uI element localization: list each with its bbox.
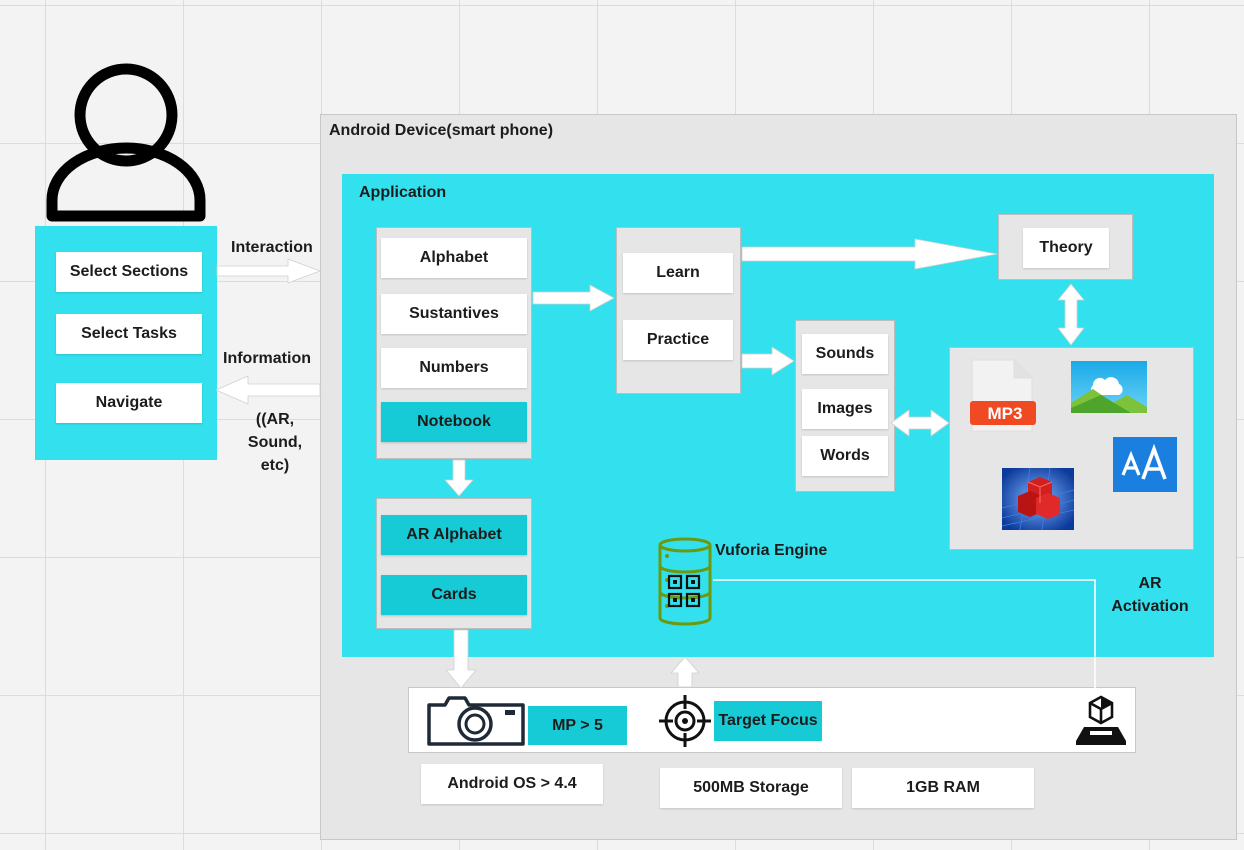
notebook-section[interactable]: Notebook — [381, 402, 527, 442]
ar-activation-line: Activation — [1111, 598, 1189, 615]
3d-model-icon — [1001, 467, 1075, 531]
information-note-line: etc) — [260, 457, 290, 474]
information-note-line: Sound, — [247, 434, 303, 451]
database-qr-icon — [657, 536, 713, 628]
theory-button[interactable]: Theory — [1023, 228, 1109, 268]
sections-to-ar-arrow — [444, 459, 474, 497]
select-tasks-button[interactable]: Select Tasks — [56, 314, 202, 354]
learn-to-theory-arrow — [741, 238, 998, 270]
camera-icon — [425, 695, 527, 747]
sounds-button[interactable]: Sounds — [802, 334, 888, 374]
practice-to-media-arrow — [741, 346, 795, 376]
alphabet-section[interactable]: Alphabet — [381, 238, 527, 278]
android-os-requirement: Android OS > 4.4 — [421, 764, 603, 804]
interaction-label: Interaction — [231, 239, 313, 256]
vuforia-engine-label: Vuforia Engine — [715, 542, 828, 559]
ar-activation-line: AR — [1138, 575, 1162, 592]
select-sections-button[interactable]: Select Sections — [56, 252, 202, 292]
mp3-badge-label: MP3 — [987, 404, 1023, 423]
ar-activation-line — [713, 579, 1096, 690]
sections-to-modes-arrow — [532, 284, 615, 312]
numbers-section[interactable]: Numbers — [381, 348, 527, 388]
font-size-icon — [1113, 437, 1177, 492]
learn-button[interactable]: Learn — [623, 253, 733, 293]
information-note-line: ((AR, — [255, 411, 295, 428]
ar-alphabet-button[interactable]: AR Alphabet — [381, 515, 527, 555]
information-label: Information — [223, 350, 311, 367]
information-arrow — [215, 375, 321, 405]
practice-button[interactable]: Practice — [623, 320, 733, 360]
target-focus-icon — [659, 695, 711, 747]
sustantives-section[interactable]: Sustantives — [381, 294, 527, 334]
application-title: Application — [359, 184, 447, 201]
navigate-button[interactable]: Navigate — [56, 383, 202, 423]
camera-megapixels-badge: MP > 5 — [528, 706, 627, 745]
theory-assets-double-arrow — [1057, 283, 1085, 346]
ar-activation-label: AR Activation — [1100, 572, 1200, 618]
media-assets-double-arrow — [890, 409, 950, 437]
cards-button[interactable]: Cards — [381, 575, 527, 615]
image-icon — [1071, 361, 1147, 413]
interaction-arrow — [216, 258, 321, 284]
information-note: ((AR, Sound, etc) — [240, 408, 310, 477]
ar-cube-icon — [1074, 695, 1128, 747]
device-title: Android Device(smart phone) — [329, 122, 554, 139]
words-button[interactable]: Words — [802, 436, 888, 476]
images-button[interactable]: Images — [802, 389, 888, 429]
hardware-to-vuforia-arrow — [670, 656, 700, 688]
target-focus-badge: Target Focus — [714, 701, 822, 741]
storage-requirement: 500MB Storage — [660, 768, 842, 808]
mp3-file-icon — [968, 358, 1038, 433]
ram-requirement: 1GB RAM — [852, 768, 1034, 808]
user-icon — [44, 58, 209, 223]
ar-to-camera-arrow — [445, 629, 477, 689]
